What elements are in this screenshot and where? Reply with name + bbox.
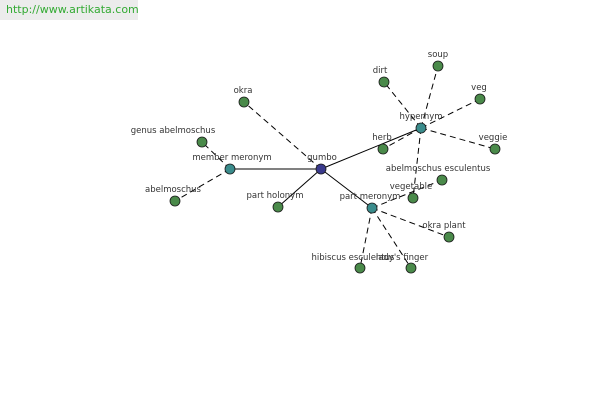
node-abelmoschus-esculentus[interactable]: abelmoschus esculentus [386,164,491,186]
edge-part-meronym-okra-plant [371,207,450,238]
edge-part-meronym-ladys-finger [371,207,412,269]
node-veggie[interactable]: veggie [479,133,508,155]
node-dot-soup[interactable] [432,60,444,72]
node-label-soup[interactable]: soup [428,50,448,60]
node-okra-plant[interactable]: okra plant [422,221,466,243]
node-member-meronym[interactable]: member meronym [192,153,272,175]
site-url-link[interactable]: http://www.artikata.com [0,0,139,20]
node-dot-dirt[interactable] [378,76,390,88]
node-dot-abelmoschus[interactable] [169,195,181,207]
node-abelmoschus[interactable]: abelmoschus [145,185,202,207]
edge-hypernym-veggie [420,127,496,150]
node-vegetable[interactable]: vegetable [390,182,432,204]
edge-part-meronym-abelmoschus-esculentus [371,179,443,209]
edge-hypernym-veg [420,98,481,129]
node-dot-part-meronym[interactable] [366,202,378,214]
node-label-hypernym[interactable]: hypernym [399,112,442,122]
node-part-meronym[interactable]: part meronym [340,192,401,214]
edges-layer [174,65,496,269]
node-label-dirt[interactable]: dirt [373,66,388,76]
node-dot-okra[interactable] [238,96,250,108]
node-dot-okra-plant[interactable] [443,231,455,243]
node-soup[interactable]: soup [428,50,448,72]
node-dot-member-meronym[interactable] [224,163,236,175]
edge-part-meronym-hibiscus-esculentus [359,207,373,269]
node-dot-veggie[interactable] [489,143,501,155]
nodes-layer: gumbo member meronym part holonym part mero… [131,50,508,274]
edge-hypernym-soup [420,65,439,129]
edge-member-meronym-abelmoschus [174,168,231,202]
node-part-holonym[interactable]: part holonym [247,191,304,213]
node-herb[interactable]: herb [372,133,392,155]
node-dot-abelmoschus-esculentus[interactable] [436,174,448,186]
node-dot-ladys-finger[interactable] [405,262,417,274]
node-ladys-finger[interactable]: lady's finger [376,253,429,274]
node-label-abelmoschus[interactable]: abelmoschus [145,185,202,195]
node-label-okra[interactable]: okra [234,86,253,96]
node-label-ladys-finger[interactable]: lady's finger [376,253,429,263]
node-label-abelmoschus-esculentus[interactable]: abelmoschus esculentus [386,164,491,174]
node-genus-abelmoschus[interactable]: genus abelmoschus [131,126,216,148]
node-hypernym[interactable]: hypernym [399,112,443,134]
node-label-part-meronym[interactable]: part meronym [340,192,401,202]
edge-hypernym-herb [382,127,422,150]
node-label-veggie[interactable]: veggie [479,133,508,143]
node-dirt[interactable]: dirt [373,66,390,88]
node-label-herb[interactable]: herb [372,133,392,143]
node-label-part-holonym[interactable]: part holonym [247,191,304,201]
node-label-veg[interactable]: veg [471,83,487,93]
node-dot-part-holonym[interactable] [272,201,284,213]
edge-hypernym-vegetable [412,127,422,199]
node-label-okra-plant[interactable]: okra plant [422,221,466,231]
node-label-gumbo[interactable]: gumbo [307,153,337,163]
node-dot-herb[interactable] [377,143,389,155]
node-dot-hibiscus-esculentus[interactable] [354,262,366,274]
node-dot-vegetable[interactable] [407,192,419,204]
edge-gumbo-part-holonym [277,168,322,208]
node-label-hibiscus-esculentus[interactable]: hibiscus esculentus [312,253,396,263]
node-label-vegetable[interactable]: vegetable [390,182,432,192]
node-gumbo[interactable]: gumbo [307,153,337,175]
node-dot-gumbo[interactable] [315,163,327,175]
edge-gumbo-okra [243,101,322,170]
node-dot-hypernym[interactable] [415,122,427,134]
node-hibiscus-esculentus[interactable]: hibiscus esculentus [312,253,396,274]
edge-gumbo-hypernym [320,127,422,170]
node-label-member-meronym[interactable]: member meronym [192,153,271,163]
edge-gumbo-part-meronym [320,168,373,209]
node-veg[interactable]: veg [471,83,487,105]
node-okra[interactable]: okra [234,86,253,108]
node-label-genus-abelmoschus[interactable]: genus abelmoschus [131,126,216,136]
edge-member-meronym-genus-abelmoschus [201,141,231,170]
node-dot-veg[interactable] [474,93,486,105]
node-dot-genus-abelmoschus[interactable] [196,136,208,148]
